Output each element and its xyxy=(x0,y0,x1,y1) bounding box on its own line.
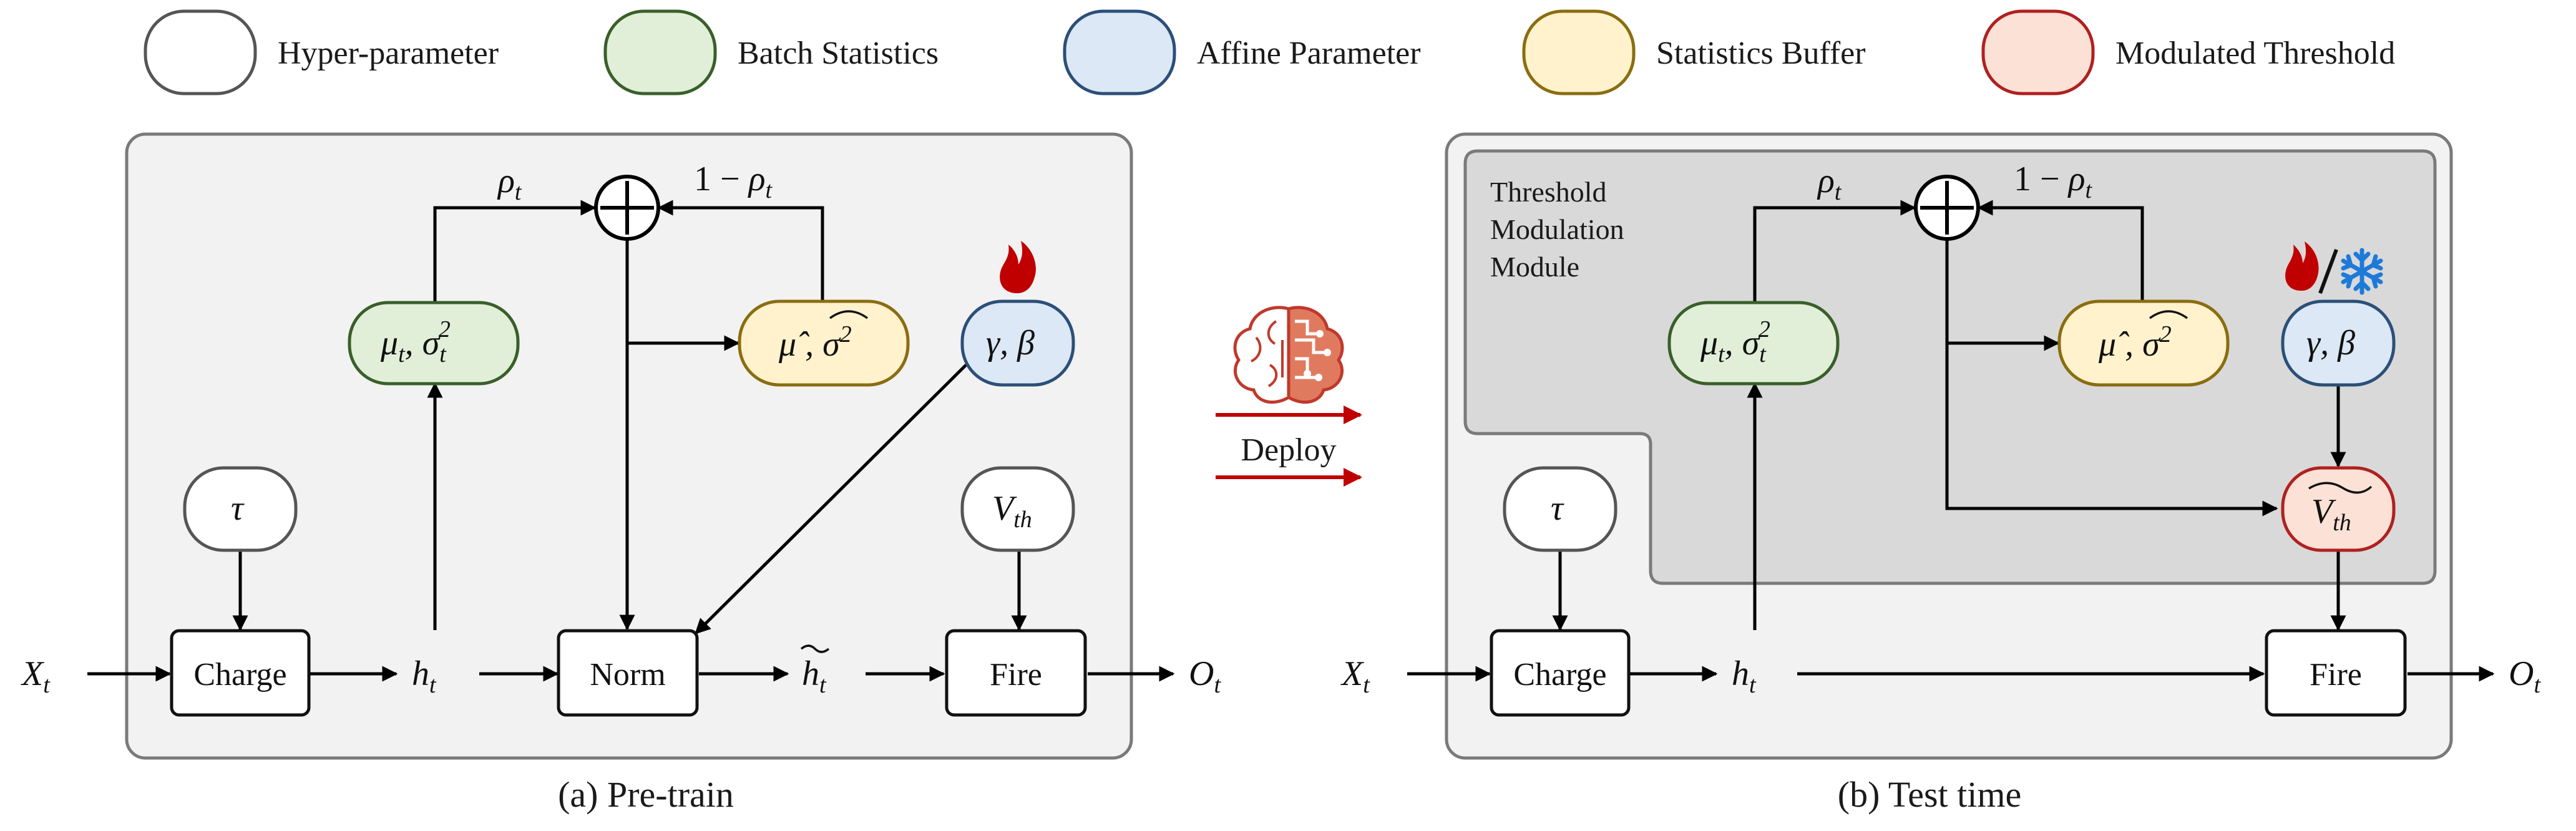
tau-node: τ xyxy=(183,466,298,552)
legend-label: Modulated Threshold xyxy=(2115,36,2395,71)
svg-text:γ, β: γ, β xyxy=(2306,324,2355,362)
legend-swatch xyxy=(1522,9,1636,95)
legend-item-hyper-parameter: Hyper-parameter xyxy=(144,9,499,95)
svg-text:τ: τ xyxy=(231,489,245,528)
testtime-wires xyxy=(1407,200,2495,682)
legend-swatch xyxy=(1981,9,2095,95)
charge-label: Charge xyxy=(193,657,286,692)
legend-swatch xyxy=(1063,9,1176,95)
tau-node: τ xyxy=(1503,466,1617,552)
charge-label: Charge xyxy=(1513,657,1606,692)
svg-text:μ̂ , σ2: μ̂ , σ2 xyxy=(2098,321,2172,364)
pretrain-wires xyxy=(87,200,1175,682)
o-t-label: Ot xyxy=(1189,654,1221,698)
arrow-affine-to-norm xyxy=(695,364,967,634)
pretrain-caption: (a) Pre-train xyxy=(558,774,734,815)
testtime-panel: Threshold Modulation Module ρt 1 − ρt xyxy=(1340,132,2541,815)
legend-item-statistics-buffer: Statistics Buffer xyxy=(1522,9,1866,95)
testtime-caption: (b) Test time xyxy=(1838,774,2021,815)
statistics-buffer-node: μ̂ , σ2 xyxy=(2057,299,2230,387)
svg-text:μ̂ , σ2: μ̂ , σ2 xyxy=(778,321,852,364)
legend-swatch xyxy=(603,9,717,95)
one-minus-rho-label: 1 − ρt xyxy=(2014,160,2092,203)
fire-icon xyxy=(2285,241,2319,291)
legend: Hyper-parameter Batch Statistics Affine … xyxy=(144,9,2395,95)
legend-item-modulated-threshold: Modulated Threshold xyxy=(1981,9,2395,95)
batch-statistics-node: μt, σt2 xyxy=(1667,301,1840,386)
fire-box: Fire xyxy=(945,629,1087,717)
o-t-label: Ot xyxy=(2509,654,2541,698)
norm-label: Norm xyxy=(590,657,665,692)
slash-divider xyxy=(2318,248,2338,294)
legend-label: Affine Parameter xyxy=(1197,36,1421,71)
svg-text:τ: τ xyxy=(1551,489,1564,528)
svg-text:μt, σt2: μt, σt2 xyxy=(380,316,451,367)
arrow-buffer-to-sum xyxy=(657,200,824,301)
x-t-label: Xt xyxy=(21,654,51,698)
charge-box: Charge xyxy=(170,629,311,717)
module-label-line1: Threshold xyxy=(1490,176,1607,208)
pretrain-panel: ρt 1 − ρt μt, σt2 μ̂ , σ2 γ, β τ Vth xyxy=(21,132,1221,815)
svg-text:Vth: Vth xyxy=(992,489,1032,533)
legend-item-batch-statistics: Batch Statistics xyxy=(603,9,939,95)
x-t-label: Xt xyxy=(1340,654,1370,698)
arrow-sum-to-vth xyxy=(1945,240,2278,517)
module-label-line2: Modulation xyxy=(1490,213,1624,245)
fire-icon xyxy=(1000,241,1036,293)
tilde-mark xyxy=(800,644,830,653)
legend-item-affine-parameter: Affine Parameter xyxy=(1063,9,1421,95)
arrow-mu-to-sum xyxy=(433,200,597,303)
arrow-buffer-to-sum xyxy=(1977,200,2144,301)
affine-parameter-node: γ, β xyxy=(2281,299,2396,387)
svg-text:γ, β: γ, β xyxy=(986,324,1035,362)
vth-node: Vth xyxy=(960,466,1075,552)
batch-statistics-node: μt, σt2 xyxy=(348,301,520,386)
affine-parameter-node: γ, β xyxy=(960,299,1075,387)
panel-background xyxy=(125,132,1133,760)
deploy-group: Deploy xyxy=(1216,306,1362,487)
brain-icon xyxy=(1233,306,1344,404)
module-label-line3: Module xyxy=(1490,251,1579,283)
fire-label: Fire xyxy=(2310,657,2362,692)
norm-box: Norm xyxy=(557,629,699,717)
arrow-mu-to-sum xyxy=(1753,200,1916,303)
fire-label: Fire xyxy=(990,657,1042,692)
svg-text:μt, σt2: μt, σt2 xyxy=(1700,316,1770,367)
sum-node xyxy=(594,175,660,241)
snowflake-icon xyxy=(2341,248,2383,295)
legend-label: Batch Statistics xyxy=(738,36,939,71)
charge-box: Charge xyxy=(1490,629,1631,717)
one-minus-rho-label: 1 − ρt xyxy=(694,160,773,203)
threshold-modulation-module xyxy=(1463,149,2437,585)
modulated-threshold-node: Vth xyxy=(2281,466,2396,552)
legend-label: Hyper-parameter xyxy=(278,36,499,71)
deploy-label: Deploy xyxy=(1241,432,1336,468)
statistics-buffer-node: μ̂ , σ2 xyxy=(738,299,910,387)
legend-swatch xyxy=(144,9,257,95)
sum-node xyxy=(1914,175,1980,241)
legend-label: Statistics Buffer xyxy=(1656,36,1866,71)
fire-box: Fire xyxy=(2265,629,2407,717)
